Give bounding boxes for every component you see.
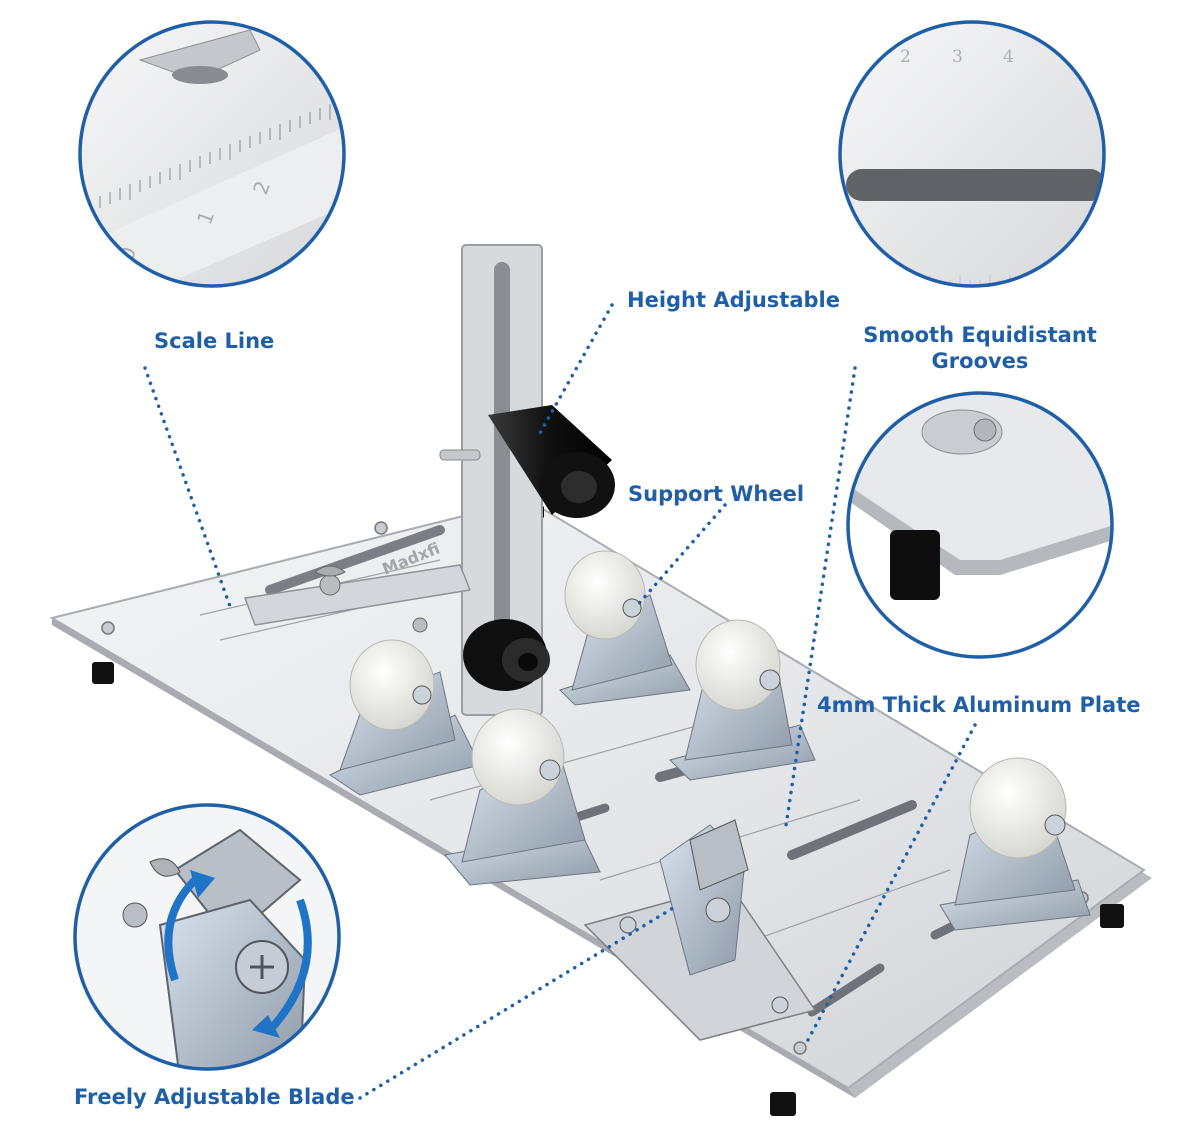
scale-number: 4: [1003, 47, 1014, 67]
slider-bar: [243, 564, 472, 633]
callout-leader-lines: [143, 303, 977, 1100]
label-support-wheel: Support Wheel: [628, 482, 805, 506]
support-wheel: [669, 619, 816, 781]
support-wheel: [328, 639, 481, 796]
label-smooth-grooves-line1: Smooth Equidistant: [863, 323, 1097, 347]
label-thick-plate: 4mm Thick Aluminum Plate: [817, 693, 1141, 717]
zoom-circle-scale-line: 0 1 2: [78, 20, 346, 288]
label-scale-line: Scale Line: [154, 329, 275, 353]
zoom-circle-blade: [73, 803, 341, 1071]
lower-knob: [463, 619, 550, 691]
height-adjustable-post: [439, 244, 543, 716]
label-smooth-grooves-line2: Grooves: [931, 349, 1029, 373]
scale-number: 3: [952, 47, 963, 67]
support-wheel: [939, 757, 1091, 931]
support-wheel: [444, 708, 601, 886]
scale-number: 2: [900, 47, 911, 67]
blade-holder: [583, 819, 817, 1041]
label-adjustable-blade: Freely Adjustable Blade: [74, 1085, 355, 1109]
height-knob: [488, 405, 615, 518]
zoom-circle-grooves: 2 3 4: [838, 20, 1106, 288]
zoom-circle-plate-thickness: [846, 391, 1114, 659]
label-smooth-grooves: Smooth Equidistant Grooves: [858, 322, 1102, 374]
label-height-adjustable: Height Adjustable: [627, 288, 840, 312]
support-wheel: [559, 550, 691, 706]
